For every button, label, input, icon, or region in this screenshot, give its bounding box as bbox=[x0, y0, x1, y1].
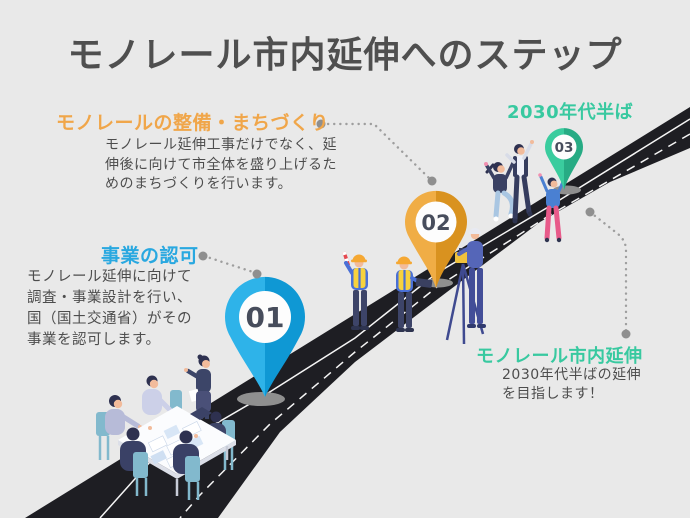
connector-development bbox=[316, 119, 437, 186]
pin-01-shadow bbox=[237, 392, 285, 406]
step1-heading: 事業の認可 bbox=[101, 245, 199, 267]
surveyor-illustration bbox=[445, 228, 486, 345]
pin-01-number: 01 bbox=[246, 301, 285, 334]
goal-heading: モノレール市内延伸 bbox=[476, 346, 643, 367]
step2-heading: モノレールの整備・まちづくり bbox=[56, 112, 330, 134]
celebrating-people-illustration bbox=[484, 140, 568, 243]
page-title: モノレール市内延伸へのステップ bbox=[67, 35, 623, 76]
pin-03: 03 bbox=[545, 128, 583, 190]
meeting-scene-illustration bbox=[96, 354, 236, 500]
connector-approval bbox=[198, 251, 262, 279]
step1-body: モノレール延伸に向けて 調査・事業設計を行い、 国（国土交通省）がその 事業を認… bbox=[27, 269, 192, 348]
connector-extension bbox=[585, 207, 631, 339]
step2-body: モノレール延伸工事だけでなく、延 伸後に向けて市全体を盛り上げるた めのまちづく… bbox=[105, 137, 337, 192]
pin-01: 01 bbox=[225, 276, 305, 397]
pin-02: 02 bbox=[405, 190, 467, 288]
pin-02-number: 02 bbox=[421, 211, 450, 235]
construction-workers-illustration bbox=[342, 251, 433, 332]
step3-heading: 2030年代半ば bbox=[507, 102, 634, 123]
pin-03-number: 03 bbox=[555, 140, 574, 156]
goal-body: 2030年代半ばの延伸 を目指します！ bbox=[502, 367, 642, 402]
